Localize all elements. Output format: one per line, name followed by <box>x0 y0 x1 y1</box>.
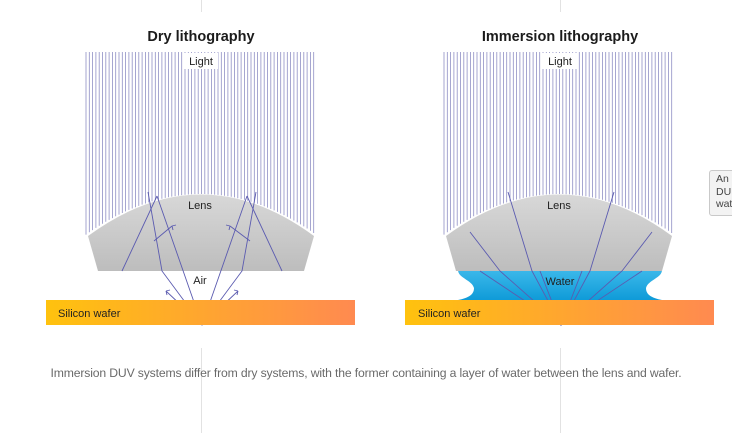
guide-line-right-bottom <box>560 348 561 433</box>
light-rays-dry <box>85 52 315 235</box>
light-rays-immersion <box>443 52 673 235</box>
lens-dry <box>88 194 314 271</box>
water-layer <box>458 270 662 300</box>
arrowhead <box>165 289 171 296</box>
silicon-wafer-immersion <box>405 300 714 325</box>
tooltip-popup[interactable]: An DU wat <box>709 170 732 216</box>
light-label-immersion: Light <box>548 56 572 68</box>
dry-lithography-panel: Dry lithography Light Lens Air Silicon w… <box>46 29 355 326</box>
figure-caption: Immersion DUV systems differ from dry sy… <box>50 366 682 380</box>
tooltip-line: wat <box>716 198 732 210</box>
light-label-bg-immersion <box>542 53 578 69</box>
wafer-label-dry: Silicon wafer <box>58 308 121 320</box>
tooltip-line: An <box>716 173 729 185</box>
wafer-label-immersion: Silicon wafer <box>418 308 481 320</box>
arrowhead <box>233 289 239 296</box>
silicon-wafer-dry <box>46 300 355 325</box>
guide-line-right-top <box>560 0 561 12</box>
ray-arrowheads-dry <box>165 224 239 296</box>
immersion-panel-title: Immersion lithography <box>482 29 638 45</box>
air-label: Air <box>193 275 207 287</box>
lens-label-dry: Lens <box>188 200 212 212</box>
guide-line-left-bottom <box>201 348 202 433</box>
lens-immersion <box>446 194 672 271</box>
tooltip-line: DU <box>716 185 732 198</box>
immersion-lithography-panel: Immersion lithography Light Lens Water S… <box>405 29 714 327</box>
light-label-dry: Light <box>189 56 213 68</box>
light-label-bg-dry <box>184 53 218 69</box>
guide-line-left-top <box>201 0 202 12</box>
lens-label-immersion: Lens <box>547 200 571 212</box>
dry-panel-title: Dry lithography <box>147 29 254 45</box>
arrowhead <box>171 224 177 231</box>
water-label: Water <box>546 276 575 288</box>
arrowhead <box>225 224 231 231</box>
